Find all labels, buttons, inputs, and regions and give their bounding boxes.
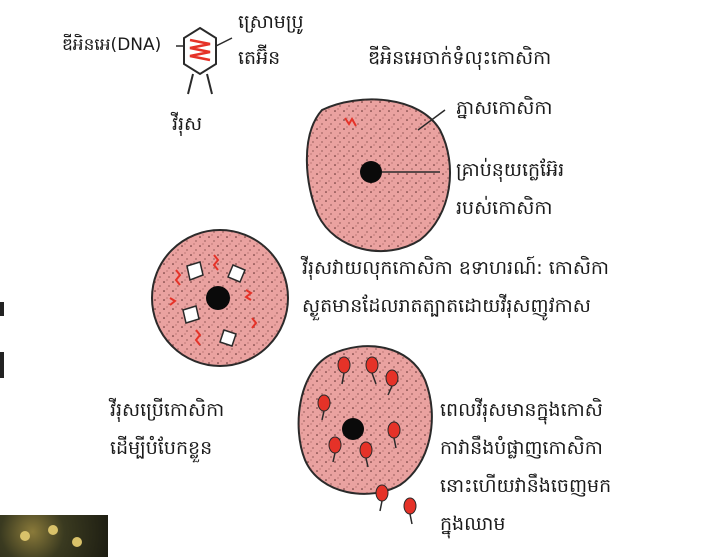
- label-nucleus-2: របស់កោសិកា: [456, 196, 552, 222]
- label-invade-2: ស្ងួតមានដែលរាតត្បាតដោយវីរុសញូវកាស: [302, 294, 591, 320]
- cell-releasing: [299, 346, 432, 524]
- label-release-3: នោះហើយវានឹងចេញមក: [440, 474, 611, 500]
- label-invade-1: វីរុសវាយលុកកោសិកា ឧទាហរណ៍: កោសិកា: [302, 256, 609, 282]
- label-use-1: វីរុសប្រើកោសិកា: [110, 398, 224, 424]
- cell-replicating: [152, 230, 288, 366]
- micrograph-photo: [0, 515, 108, 557]
- label-dna: ឌីអិនអេ(DNA): [62, 34, 161, 57]
- virus-particle: [176, 28, 232, 94]
- label-use-2: ដើម្បីបំបែកខ្លួន: [110, 436, 212, 462]
- label-release-1: ពេលវីរុសមានក្នុងកោសិ: [440, 398, 603, 424]
- label-virus: វីរុស: [172, 112, 202, 138]
- label-dna-inject: ឌីអិនអេចាក់ទំលុះកោសិកា: [368, 46, 551, 72]
- label-membrane: ភ្នាសកោសិកា: [456, 96, 552, 122]
- label-release-4: ក្នុងឈាម: [440, 512, 505, 538]
- page-edge-mark: [0, 302, 4, 316]
- label-nucleus-1: គ្រាប់នុយក្លេអ៊ែរ: [456, 158, 564, 184]
- label-protein-coat-2: តេអ៊ីន: [238, 46, 280, 72]
- label-protein-coat-1: ស្រោមប្រូ: [238, 10, 304, 36]
- nucleus-1: [360, 161, 382, 183]
- label-release-2: កាវានឹងបំផ្លាញកោសិកា: [440, 436, 603, 462]
- page-edge-mark: [0, 352, 4, 378]
- cell-injected: [307, 99, 450, 251]
